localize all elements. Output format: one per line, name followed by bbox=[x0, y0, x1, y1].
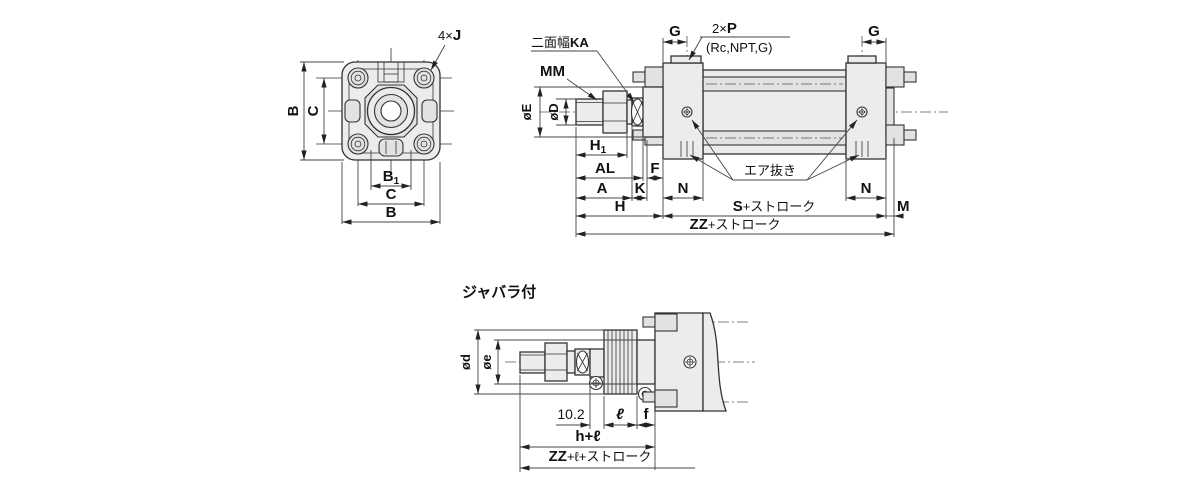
tie-rod-nut-rear-bottom bbox=[885, 124, 905, 146]
dim-label-c-left: C bbox=[305, 105, 322, 116]
bellows-ring-right bbox=[636, 339, 656, 385]
dim-label-h-plus-l: h+ℓ bbox=[575, 428, 600, 445]
bellows-clamp-screw-left bbox=[588, 375, 604, 391]
tie-rod-nut-front-tl bbox=[347, 67, 369, 89]
dim-label-c-bottom: C bbox=[386, 186, 397, 203]
bellows-vent-screw bbox=[683, 355, 697, 369]
dim-label-od: øD bbox=[546, 103, 561, 120]
bottom-boss-feature bbox=[378, 138, 404, 157]
bellows-tie-rod-nut-top bbox=[654, 313, 678, 332]
tie-rod-stub-rear-bottom bbox=[903, 129, 917, 141]
bellows-tie-rod-stub-top bbox=[642, 316, 656, 328]
dim-label-f-bellows: f bbox=[644, 406, 650, 423]
port-thread-note: (Rc,NPT,G) bbox=[706, 40, 772, 55]
bellows-ring-left bbox=[589, 348, 605, 378]
bellows-tie-rod-stub-bottom bbox=[642, 391, 656, 403]
tie-rod-nut-front-tr bbox=[413, 67, 435, 89]
bellows-tie-rod-nut-bottom bbox=[654, 389, 678, 408]
air-vent-leader-front-port bbox=[689, 154, 734, 181]
dim-label-n-front: N bbox=[678, 180, 689, 197]
dim-label-h1: H1 bbox=[590, 137, 607, 156]
side-view: 二面幅KA MM 2×P (Rc,NPT,G) G G øE øD bbox=[519, 20, 948, 237]
bellows-rod-collar bbox=[566, 350, 576, 374]
flats-note-leader bbox=[596, 50, 635, 103]
rear-port-boss bbox=[847, 55, 877, 64]
break-line bbox=[702, 312, 727, 412]
dim-label-b-left: B bbox=[285, 105, 302, 116]
bolt-note-leader bbox=[430, 44, 446, 71]
dim-label-s: S+ストローク bbox=[733, 198, 816, 215]
left-wrench-flat bbox=[344, 99, 361, 123]
tie-rod-nut-front-br bbox=[413, 133, 435, 155]
bellows-view: ジャバラ付 bbox=[458, 283, 755, 472]
dim-label-bellows-length: ℓ bbox=[616, 406, 624, 423]
port-note-label: 2×P bbox=[712, 20, 737, 37]
dim-label-g-front: G bbox=[669, 23, 681, 40]
tie-rod-nut-front-top bbox=[644, 66, 664, 88]
rod-boss bbox=[642, 86, 664, 138]
flats-note-label: 二面幅KA bbox=[531, 35, 589, 50]
dim-label-b-bottom: B bbox=[386, 204, 397, 221]
vent-screw-rear bbox=[856, 106, 868, 118]
air-vent-leader-rear-port bbox=[806, 154, 860, 181]
dim-label-a: A bbox=[597, 180, 608, 197]
dim-label-zz: ZZ+ストローク bbox=[690, 216, 781, 233]
dim-label-od-bellows: ød bbox=[458, 354, 473, 370]
tie-rod-nut-front-bl bbox=[347, 133, 369, 155]
front-port-boss bbox=[670, 55, 702, 64]
dim-label-n-rear: N bbox=[861, 180, 872, 197]
rod-thread-leader bbox=[566, 78, 598, 101]
right-wrench-flat bbox=[421, 99, 438, 123]
vent-screw-front bbox=[681, 106, 693, 118]
tie-rod-nut-rear-top bbox=[885, 66, 905, 88]
dim-label-h: H bbox=[615, 198, 626, 215]
bellows-rod-nut bbox=[544, 342, 568, 382]
rod-thread-label: MM bbox=[540, 63, 565, 80]
port-note-leader bbox=[688, 36, 703, 61]
piston-rod-end bbox=[380, 100, 402, 122]
dim-label-zz-bellows: ZZ+ℓ+ストローク bbox=[549, 448, 652, 465]
dim-label-k: K bbox=[635, 180, 646, 197]
dim-label-m: M bbox=[897, 198, 910, 215]
dim-label-collar: 10.2 bbox=[557, 406, 584, 422]
dim-label-oe-bellows: øe bbox=[479, 354, 494, 369]
front-view: 4×J B C B1 C B bbox=[285, 27, 461, 225]
air-vent-leader-front-screw bbox=[691, 119, 734, 181]
air-vent-label: エア抜き bbox=[744, 163, 796, 178]
bolt-note-label: 4×J bbox=[438, 27, 461, 44]
vent-thread-marks-rear bbox=[855, 141, 869, 157]
rod-nut bbox=[602, 90, 628, 134]
bellows-view-title: ジャバラ付 bbox=[462, 283, 536, 301]
air-vent-leader-rear-screw bbox=[806, 119, 858, 181]
dim-label-al: AL bbox=[595, 160, 615, 177]
vent-thread-marks-front bbox=[680, 141, 694, 157]
dim-label-b1: B1 bbox=[383, 168, 400, 187]
tie-rod-stub-front-top bbox=[632, 71, 646, 83]
dim-label-oe: øE bbox=[519, 103, 534, 120]
dim-label-g-rear: G bbox=[868, 23, 880, 40]
dim-label-f: F bbox=[650, 160, 659, 177]
tie-rod-stub-rear-top bbox=[903, 71, 917, 83]
